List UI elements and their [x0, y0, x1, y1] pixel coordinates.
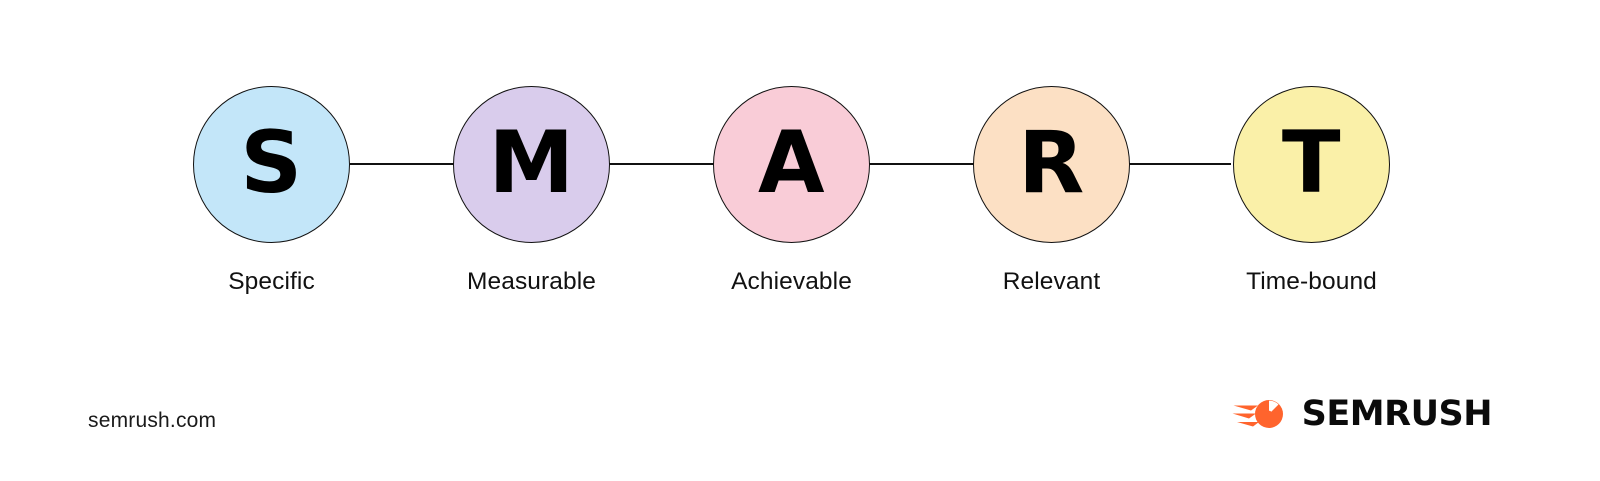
smart-node-time-bound[interactable]: T Time-bound: [1233, 86, 1390, 296]
connector-line-s-m: [350, 163, 460, 165]
circle-letter-m: M: [488, 112, 575, 213]
node-label-time-bound: Time-bound: [1246, 268, 1377, 295]
circle-letter-a: A: [757, 112, 826, 213]
node-label-relevant: Relevant: [1002, 268, 1101, 295]
connector-line-r-t: [1121, 163, 1231, 165]
circle-specific[interactable]: S: [193, 86, 350, 243]
circle-letter-r: R: [1018, 112, 1085, 213]
node-label-specific: Specific: [228, 268, 315, 295]
footer: semrush.com SEMRUSH: [0, 361, 1600, 481]
circle-relevant[interactable]: R: [973, 86, 1130, 243]
smart-node-specific[interactable]: S Specific: [193, 86, 350, 296]
semrush-comet-icon: [1232, 393, 1288, 435]
semrush-logo: SEMRUSH: [1232, 393, 1493, 435]
smart-goals-diagram: S Specific M Measurable A Achievable R R…: [193, 86, 1390, 296]
smart-node-relevant[interactable]: R Relevant: [973, 86, 1130, 296]
smart-node-achievable[interactable]: A Achievable: [713, 86, 870, 296]
circle-letter-s: S: [240, 112, 303, 213]
site-url-text: semrush.com: [88, 409, 217, 432]
smart-node-list: S Specific M Measurable A Achievable R R…: [193, 86, 1390, 296]
smart-node-measurable[interactable]: M Measurable: [453, 86, 610, 296]
circle-letter-t: T: [1281, 112, 1342, 213]
semrush-wordmark: SEMRUSH: [1301, 393, 1493, 434]
circle-time-bound[interactable]: T: [1233, 86, 1390, 243]
node-label-measurable: Measurable: [466, 268, 596, 295]
node-label-achievable: Achievable: [731, 268, 852, 295]
circle-achievable[interactable]: A: [713, 86, 870, 243]
connector-line-m-a: [607, 163, 717, 165]
connector-line-a-r: [864, 163, 974, 165]
circle-measurable[interactable]: M: [453, 86, 610, 243]
